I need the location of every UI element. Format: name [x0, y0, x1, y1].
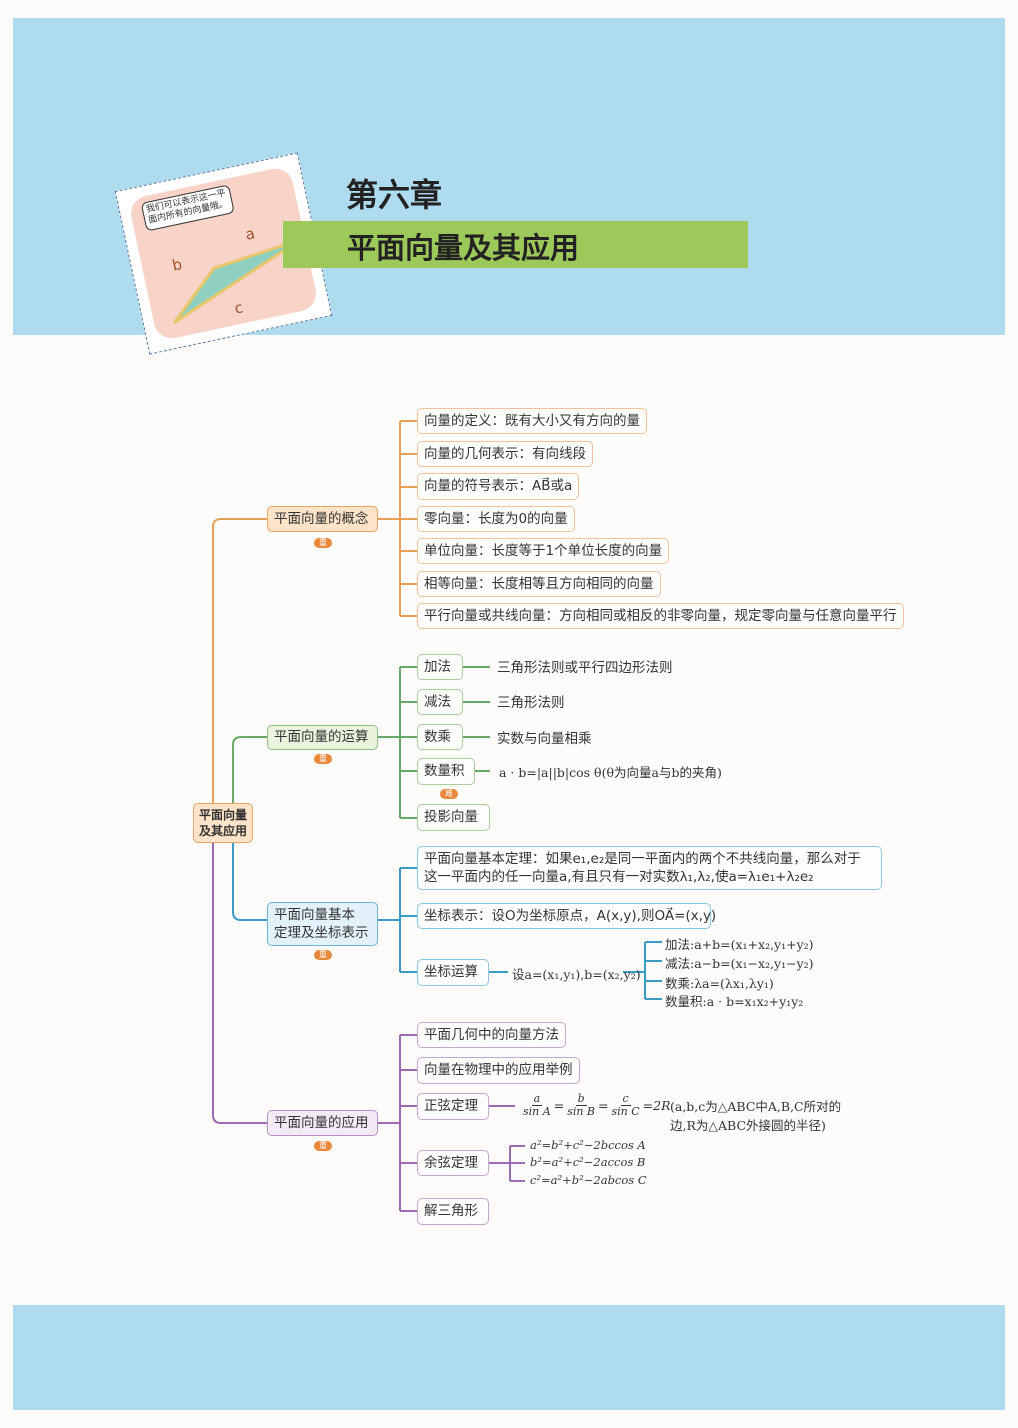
cosine-formula-c: c²=a²+b²−2abcos C [530, 1173, 647, 1187]
cosine-law[interactable]: 余弦定理 [417, 1150, 489, 1176]
node-application[interactable]: 平面向量的应用 [267, 1110, 378, 1136]
root-line2: 及其应用 [199, 824, 248, 838]
node-operations[interactable]: 平面向量的运算 [267, 725, 378, 750]
denominator: sin A [523, 1105, 551, 1119]
illustration-card: 我们可以表示这一平面内所有的向量哦。 c b a [114, 152, 333, 355]
operation-projection[interactable]: 投影向量 [417, 804, 490, 831]
basis-line1: 平面向量基本 [274, 906, 355, 923]
concept-item[interactable]: 零向量：长度为0的向量 [417, 506, 575, 532]
basis-theorem[interactable]: 平面向量基本定理：如果e₁,e₂是同一平面内的两个不共线向量，那么对于 这一平面… [417, 846, 882, 890]
denominator: sin C [611, 1105, 640, 1119]
numerator: a [531, 1092, 543, 1107]
root-line1: 平面向量 [199, 807, 248, 822]
bottom-banner [13, 1305, 1005, 1410]
coordinate-given: 设a=(x₁,y₁),b=(x₂,y₂) [512, 967, 641, 982]
triangle-vector-icon [173, 238, 301, 324]
node-basis[interactable]: 平面向量基本 定理及坐标表示 [267, 902, 378, 946]
chapter-number: 第六章 [346, 176, 443, 214]
addition-desc: 三角形法则或平行四边形法则 [497, 660, 673, 676]
cosine-formula-b: b²=a²+c²−2accos B [530, 1155, 646, 1169]
coord-addition: 加法:a+b=(x₁+x₂,y₁+y₂) [665, 937, 814, 952]
operation-subtraction[interactable]: 减法 [417, 689, 463, 715]
solve-triangle[interactable]: 解三角形 [417, 1198, 489, 1225]
operation-addition[interactable]: 加法 [417, 654, 463, 680]
key-point-badge: 重 [314, 1141, 332, 1151]
node-concept[interactable]: 平面向量的概念 [267, 506, 378, 532]
application-geometry[interactable]: 平面几何中的向量方法 [417, 1022, 566, 1048]
concept-item[interactable]: 相等向量：长度相等且方向相同的向量 [417, 571, 661, 597]
key-point-badge: 重 [314, 538, 332, 548]
title-bar [283, 221, 748, 268]
equals: = [553, 1098, 565, 1114]
concept-item[interactable]: 向量的几何表示：有向线段 [417, 441, 593, 467]
concept-item[interactable]: 向量的符号表示：AB⃗或a [417, 473, 580, 500]
equals: = [598, 1098, 609, 1114]
operation-scalar[interactable]: 数乘 [417, 724, 463, 750]
sine-note-2: 边,R为△ABC外接圆的半径) [670, 1118, 826, 1133]
sine-rhs: =2R [642, 1098, 671, 1114]
application-physics[interactable]: 向量在物理中的应用举例 [417, 1057, 580, 1084]
numerator: b [575, 1092, 587, 1107]
concept-item[interactable]: 向量的定义：既有大小又有方向的量 [417, 408, 647, 434]
coord-scalar: 数乘:λa=(λx₁,λy₁) [665, 976, 774, 991]
sine-note-1: (a,b,c为△ABC中A,B,C所对的 [670, 1099, 842, 1114]
root-node[interactable]: 平面向量 及其应用 [193, 803, 253, 843]
subtraction-desc: 三角形法则 [497, 695, 565, 711]
dot-product-formula: a · b=|a||b|cos θ(θ为向量a与b的夹角) [499, 765, 722, 780]
coord-dot-product: 数量积:a · b=x₁x₂+y₁y₂ [665, 994, 804, 1009]
theorem-line1: 平面向量基本定理：如果e₁,e₂是同一平面内的两个不共线向量，那么对于 [424, 850, 861, 867]
coordinate-representation[interactable]: 坐标表示：设O为坐标原点，A(x,y),则OA⃗=(x,y) [417, 903, 716, 929]
coord-subtraction: 减法:a−b=(x₁−x₂,y₁−y₂) [665, 956, 814, 971]
concept-item[interactable]: 单位向量：长度等于1个单位长度的向量 [417, 538, 670, 564]
denominator: sin B [567, 1105, 596, 1119]
basis-line2: 定理及坐标表示 [274, 925, 369, 941]
chapter-title: 平面向量及其应用 [347, 231, 580, 265]
theorem-line2: 这一平面内的任一向量a,有且只有一对实数λ₁,λ₂,使a=λ₁e₁+λ₂e₂ [424, 869, 814, 885]
key-point-badge: 重 [314, 950, 332, 960]
concept-item[interactable]: 平行向量或共线向量：方向相同或相反的非零向量，规定零向量与任意向量平行 [417, 603, 904, 629]
operation-dot-product[interactable]: 数量积 [417, 758, 475, 785]
numerator: c [620, 1092, 631, 1107]
coordinate-operations[interactable]: 坐标运算 [417, 959, 489, 986]
sine-law[interactable]: 正弦定理 [417, 1093, 489, 1120]
difficult-point-badge: 难 [440, 789, 458, 799]
scalar-desc: 实数与向量相乘 [497, 731, 592, 747]
key-point-badge: 重 [314, 754, 332, 764]
cosine-formula-a: a²=b²+c²−2bccos A [530, 1138, 646, 1152]
